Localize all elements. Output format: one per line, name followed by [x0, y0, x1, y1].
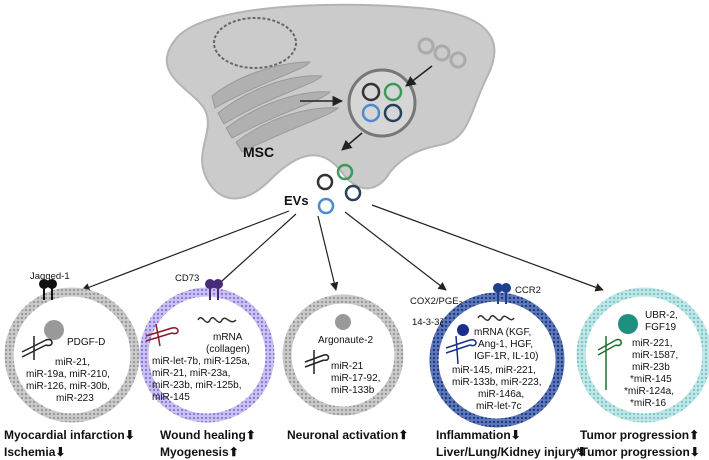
vesicle-1 — [4, 279, 140, 423]
mirna-hairpin-icon-3 — [304, 350, 330, 374]
ubr2-protein-icon — [618, 314, 638, 334]
pdgf-label: PDGF-D — [67, 337, 105, 348]
budding-vesicles — [417, 37, 467, 69]
vesicle-4 — [429, 283, 565, 428]
vesicle-3-mirna-2: miR-133b — [331, 385, 375, 396]
arrow-to-vesicle-2 — [211, 213, 297, 291]
jagged-receptor-icon — [39, 279, 57, 300]
fgf19-label: FGF19 — [645, 322, 677, 333]
vesicle-3 — [282, 294, 404, 416]
multivesicular-body — [347, 68, 417, 138]
arrow-mvb-to-evs — [341, 132, 363, 151]
1433-label: 14-3-3ζ — [412, 317, 444, 328]
protein-icon-4 — [457, 324, 469, 336]
vesicle-4-mirna-1: miR-133b, miR-223, — [452, 377, 541, 388]
vesicle-5 — [576, 287, 709, 423]
effect-4-0: Inflammation⬇ — [436, 428, 521, 442]
vesicle-4-mrna-1: Ang-1, HGF, — [478, 339, 533, 350]
arrow-vesicle-to-mvb — [405, 65, 433, 87]
mirna-hairpin-icon-2 — [145, 323, 179, 347]
vesicle-3-mirna-0: miR-21 — [331, 361, 364, 372]
arrow-to-vesicle-1 — [81, 210, 290, 292]
vesicle-4-mirna-0: miR-145, miR-221, — [452, 365, 536, 376]
msc-label: MSC — [243, 144, 274, 160]
protein-icon — [44, 320, 64, 340]
nucleus — [213, 17, 297, 69]
vesicle-2-mirna-1: miR-21, miR-23a, — [152, 368, 230, 379]
argonaute-label: Argonaute-2 — [318, 335, 373, 346]
argonaute-protein-icon — [335, 314, 351, 330]
mrna-strand-icon — [197, 317, 237, 323]
effect-1-0: Myocardial infarction⬇ — [4, 428, 135, 442]
cd73-receptor-icon — [205, 279, 223, 300]
vesicle-4-mirna-2: miR-146a, — [478, 389, 524, 400]
vesicle-5-mirna-0: miR-221, — [632, 338, 673, 349]
mirna-hairpin-icon — [21, 336, 53, 360]
vesicle-2-mrna-0: mRNA — [213, 332, 243, 343]
effect-4-1: Liver/Lung/Kidney injury⬇ — [436, 445, 587, 459]
vesicle-1-mirna-3: miR-223 — [56, 393, 94, 404]
vesicle-2-mrna-1: (collagen) — [206, 344, 250, 355]
vesicle-2-mirna-3: miR-145 — [152, 392, 190, 403]
arrow-to-vesicle-4 — [344, 211, 447, 291]
effect-5-0: Tumor progression⬆ — [580, 428, 699, 442]
vesicle-2-mirna-0: miR-let-7b, miR-125a, — [152, 356, 250, 367]
golgi-apparatus — [211, 61, 340, 153]
vesicle-5-mirna-1: miR-1587, — [632, 350, 678, 361]
cox2-label: COX2/PGE₂ — [410, 296, 463, 307]
released-evs — [316, 163, 362, 215]
jagged-label: Jagged-1 — [30, 271, 70, 282]
cd73-label: CD73 — [175, 273, 199, 284]
mirna-hairpin-icon-4 — [445, 335, 477, 365]
vesicle-1-mirna-1: miR-19a, miR-210, — [26, 369, 110, 380]
effect-3-0: Neuronal activation⬆ — [287, 428, 408, 442]
vesicle-4-mrna-0: mRNA (KGF, — [474, 327, 531, 338]
vesicle-2 — [139, 279, 275, 423]
arrow-to-vesicle-5 — [371, 204, 604, 292]
ccr2-label: CCR2 — [515, 285, 541, 296]
vesicle-2-mirna-2: miR-23b, miR-125b, — [152, 380, 241, 391]
vesicle-3-mirna-1: miR-17-92, — [331, 373, 380, 384]
ubr2-label: UBR-2, — [645, 310, 678, 321]
vesicle-1-mirna-2: miR-126, miR-30b, — [26, 381, 110, 392]
vesicle-5-mirna-4: *miR-124a, — [624, 386, 674, 397]
arrow-to-vesicle-3 — [317, 215, 339, 291]
vesicle-5-mirna-3: *miR-145 — [630, 374, 672, 385]
evs-label: EVs — [284, 193, 309, 208]
effect-2-1: Myogenesis⬆ — [160, 445, 239, 459]
vesicle-1-mirna-0: miR-21, — [55, 357, 90, 368]
mrna-strand-icon-4 — [477, 315, 515, 321]
vesicle-5-mirna-5: *miR-16 — [630, 398, 667, 409]
vesicle-4-mirna-3: miR-let-7c — [476, 401, 522, 412]
effect-2-0: Wound healing⬆ — [160, 428, 256, 442]
mirna-hairpin-icon-5 — [597, 336, 622, 390]
vesicle-5-mirna-2: miR-23b — [632, 362, 670, 373]
vesicle-4-mrna-2: IGF-1R, IL-10) — [474, 351, 538, 362]
ccr2-receptor-icon — [493, 283, 511, 304]
effect-5-1: *Tumor progression⬇ — [576, 445, 700, 459]
effect-1-1: Ischemia⬇ — [4, 445, 65, 459]
